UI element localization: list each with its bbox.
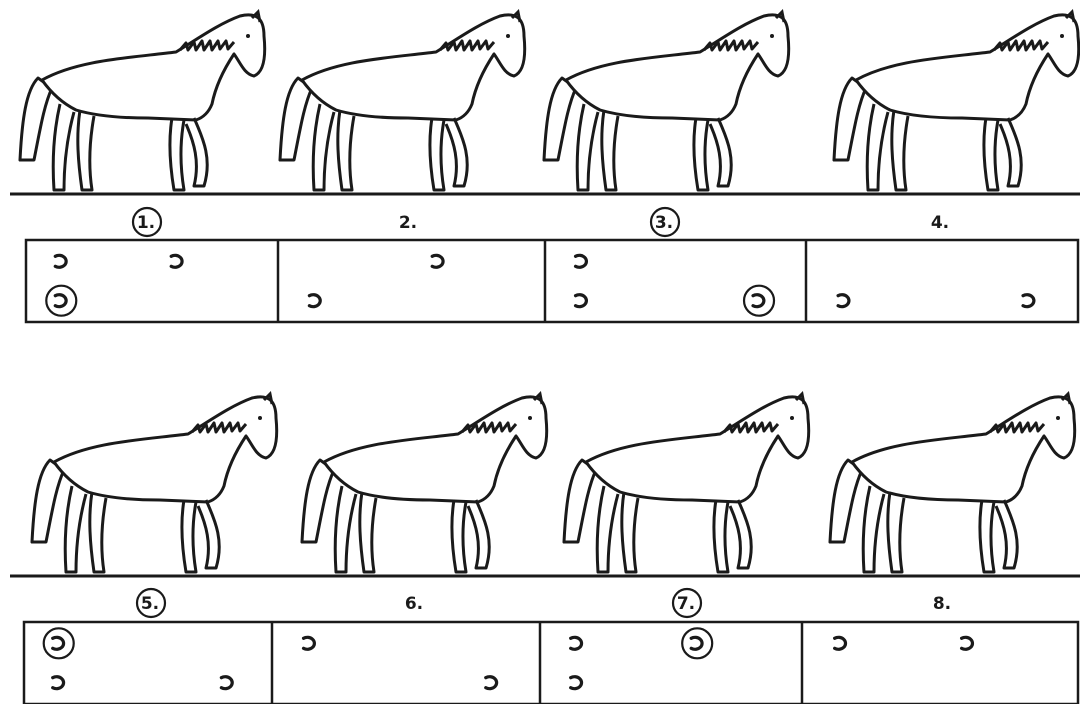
hoof-print-icon	[835, 637, 846, 649]
hoof-print-highlight-circle	[44, 628, 74, 658]
footprint-strip	[24, 622, 1078, 704]
hoof-print-icon	[432, 255, 443, 267]
hoof-print-icon	[962, 637, 973, 649]
frame-label: 5.	[141, 594, 159, 614]
hoof-print-icon	[576, 295, 587, 307]
hoof-print-icon	[309, 295, 320, 307]
horse-outline-icon	[20, 12, 265, 190]
horse-outline-icon	[830, 394, 1075, 572]
hoof-print-icon	[171, 255, 182, 267]
hoof-print-highlight-circle	[744, 286, 774, 316]
hoof-print-icon	[576, 255, 587, 267]
hoof-print-icon	[838, 295, 849, 307]
frame-label: 7.	[677, 594, 695, 614]
footprint-strip	[26, 240, 1078, 322]
hoof-print-icon	[753, 295, 764, 307]
hoof-print-highlight-circle	[46, 286, 76, 316]
frame-label: 4.	[931, 213, 949, 233]
horse-outline-icon	[544, 12, 789, 190]
hoof-print-icon	[55, 295, 66, 307]
hoof-print-icon	[53, 637, 64, 649]
hoof-print-icon	[1023, 295, 1034, 307]
hoof-print-icon	[53, 677, 64, 689]
horse-outline-icon	[834, 12, 1079, 190]
horse-outline-icon	[302, 394, 547, 572]
hoof-print-highlight-circle	[682, 628, 712, 658]
frame-label: 1.	[137, 213, 155, 233]
hoof-print-icon	[571, 637, 582, 649]
hoof-print-icon	[486, 677, 497, 689]
frame-label: 8.	[933, 594, 951, 614]
frame-label: 2.	[399, 213, 417, 233]
horse-outline-icon	[564, 394, 809, 572]
hoof-print-icon	[221, 677, 232, 689]
horse-outline-icon	[280, 12, 525, 190]
gait-row-2: 5. 6. 7. 8.	[10, 394, 1080, 704]
hoof-print-icon	[691, 637, 702, 649]
frame-label: 3.	[655, 213, 673, 233]
frame-label: 6.	[405, 594, 423, 614]
gait-row-1: 1. 2. 3. 4.	[10, 12, 1080, 322]
hoof-print-icon	[55, 255, 66, 267]
hoof-print-icon	[571, 677, 582, 689]
hoof-print-icon	[304, 637, 315, 649]
horse-outline-icon	[32, 394, 277, 572]
